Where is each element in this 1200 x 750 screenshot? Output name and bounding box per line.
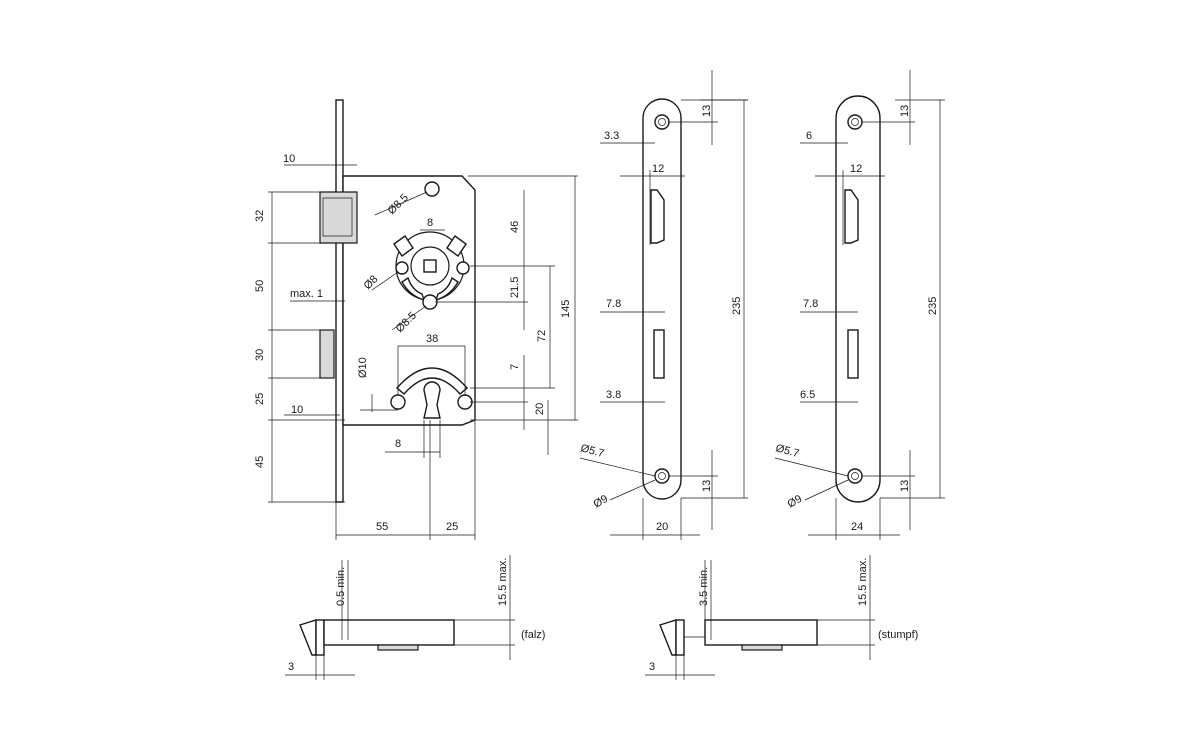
dim-case-height: 145 — [560, 300, 572, 318]
dim-spindle-to-key: 72 — [536, 330, 548, 342]
front-view: 10 32 50 30 25 10 45 55 25 max. 1 Ø8.5 8… — [254, 99, 578, 540]
latch-bolt — [319, 191, 358, 244]
dim-deadbolt-height: 30 — [254, 349, 266, 361]
faceplate-falz-view: 13 3.3 12 7.8 3.8 235 Ø5.7 Ø9 13 20 — [579, 70, 748, 540]
falz-side-label: (falz) — [521, 629, 545, 641]
stumpf-bolt-lower: 6.5 — [800, 389, 815, 401]
falz-bolt-opening — [653, 329, 665, 379]
falz-screw-large: Ø9 — [592, 493, 611, 511]
dim-bolt-offset: 10 — [291, 404, 303, 416]
falz-side-hub — [377, 644, 419, 651]
falz-side-faceplate — [299, 619, 317, 656]
faceplate-stumpf — [835, 95, 881, 503]
dim-upper-gap: 50 — [254, 280, 266, 292]
falz-length: 235 — [731, 297, 743, 315]
stumpf-screw-small: Ø5.7 — [774, 442, 800, 460]
falz-bottom-screw-inner — [658, 472, 666, 480]
dim-bottom-height: 45 — [254, 456, 266, 468]
dim-lower-gap: 25 — [254, 393, 266, 405]
stumpf-screw-large: Ø9 — [786, 493, 805, 511]
stumpf-top-screw-outer — [847, 114, 863, 130]
dim-hole-spacing: 21.5 — [509, 277, 521, 298]
falz-bottom-screw-outer — [654, 468, 670, 484]
stumpf-top-offset: 13 — [899, 105, 911, 117]
dim-key-width: 8 — [395, 438, 401, 450]
stumpf-bolt-left: 7.8 — [803, 298, 818, 310]
falz-side-max-depth: 15.5 max. — [497, 558, 509, 606]
falz-side-body — [323, 619, 455, 646]
falz-latch-opening — [650, 189, 665, 244]
follower-arc-tr — [446, 235, 467, 257]
stumpf-side-body — [704, 619, 818, 646]
keyhole — [423, 381, 441, 419]
falz-width: 20 — [656, 521, 668, 533]
falz-bottom-offset: 13 — [701, 480, 713, 492]
dim-key-offset: 7 — [509, 364, 521, 370]
side-view-falz: 0.5 min. 15.5 max. 3 (falz) — [285, 555, 545, 680]
dim-max-gap: max. 1 — [290, 288, 323, 300]
key-arc — [396, 367, 468, 395]
top-mount-hole — [424, 181, 440, 197]
falz-bolt-lower: 3.8 — [606, 389, 621, 401]
dim-latch-height: 32 — [254, 210, 266, 222]
follower-arc-bl — [401, 276, 426, 302]
dim-key-radius: 38 — [426, 333, 438, 345]
left-key-hole — [390, 394, 406, 410]
falz-latch-width: 12 — [652, 163, 664, 175]
falz-side-flange — [315, 619, 325, 656]
stumpf-side-offset: 3 — [649, 661, 655, 673]
dim-cylinder-hole: Ø10 — [357, 357, 369, 378]
follower-arc-tl — [393, 235, 414, 257]
stumpf-hole-inset: 6 — [806, 130, 812, 142]
dim-key-to-bottom: 20 — [534, 403, 546, 415]
stumpf-width: 24 — [851, 521, 863, 533]
left-hole — [395, 261, 409, 275]
stumpf-side-hub — [741, 644, 783, 651]
stumpf-side-faceplate — [659, 619, 677, 656]
dim-case-right: 25 — [446, 521, 458, 533]
dim-latch-offset: 10 — [283, 153, 295, 165]
stumpf-bottom-offset: 13 — [899, 480, 911, 492]
dim-spindle-square: 8 — [427, 217, 433, 229]
falz-side-offset: 3 — [288, 661, 294, 673]
stumpf-side-label: (stumpf) — [878, 629, 918, 641]
stumpf-latch-opening — [844, 189, 859, 244]
faceplate-falz — [642, 98, 682, 500]
dead-bolt — [319, 329, 335, 379]
dim-backset: 55 — [376, 521, 388, 533]
stumpf-side-flange — [675, 619, 685, 656]
stumpf-side-max-depth: 15.5 max. — [857, 558, 869, 606]
follower-arc-br — [434, 276, 459, 302]
stumpf-bottom-screw-outer — [847, 468, 863, 484]
stumpf-side-min-gap: 3.5 min. — [698, 567, 710, 606]
side-view-stumpf: 3.5 min. 15.5 max. 3 (stumpf) — [645, 555, 918, 680]
faceplate-stumpf-view: 13 6 12 7.8 6.5 235 Ø5.7 Ø9 13 24 — [774, 70, 945, 540]
spindle-square — [423, 259, 437, 273]
falz-hole-inset: 3.3 — [604, 130, 619, 142]
stumpf-length: 235 — [927, 297, 939, 315]
falz-top-screw-outer — [654, 114, 670, 130]
dim-spindle-to-top: 46 — [509, 221, 521, 233]
falz-side-min-gap: 0.5 min. — [335, 567, 347, 606]
falz-top-screw-inner — [658, 118, 666, 126]
right-hole — [456, 261, 470, 275]
falz-screw-small: Ø5.7 — [579, 442, 605, 460]
right-key-hole — [457, 394, 473, 410]
stumpf-top-screw-inner — [851, 118, 859, 126]
falz-bolt-left: 7.8 — [606, 298, 621, 310]
falz-top-offset: 13 — [701, 105, 713, 117]
stumpf-bolt-opening — [847, 329, 859, 379]
stumpf-latch-width: 12 — [850, 163, 862, 175]
stumpf-bottom-screw-inner — [851, 472, 859, 480]
